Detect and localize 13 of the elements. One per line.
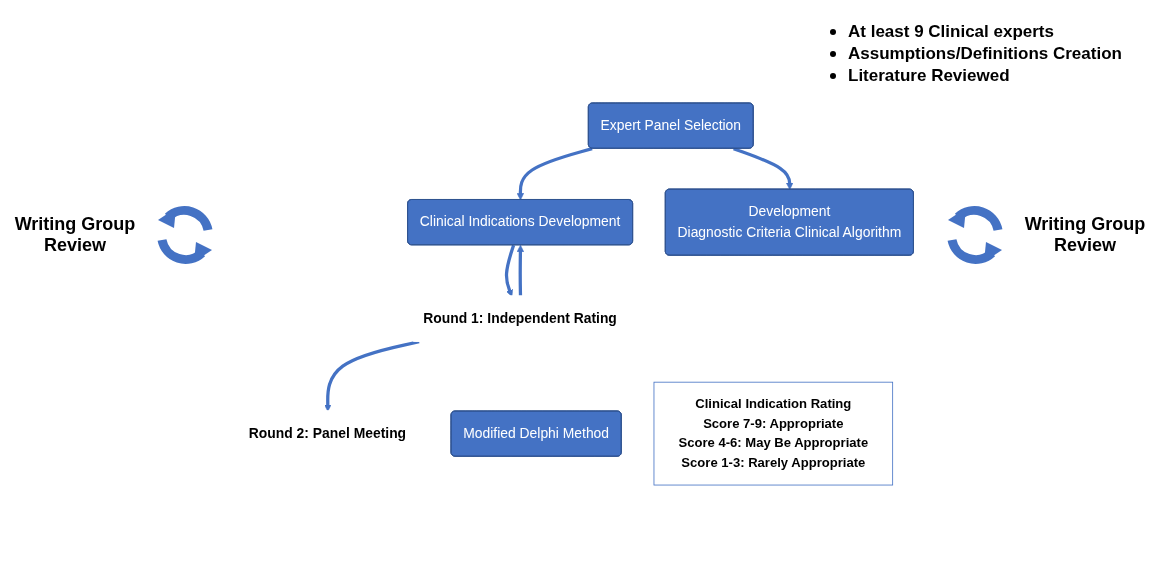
side-label: Writing Group Review bbox=[1023, 214, 1147, 256]
arrow bbox=[733, 147, 794, 190]
side-label: Writing Group Review bbox=[13, 214, 137, 256]
node-text: Round 2: Panel Meeting bbox=[248, 425, 407, 442]
arrow bbox=[516, 147, 593, 201]
node-text: Round 1: Independent Rating bbox=[423, 310, 617, 327]
bullet-note: Literature Reviewed bbox=[848, 66, 1010, 86]
arrow bbox=[324, 340, 420, 412]
node-box: Clinical Indication Rating Score 7-9: Appropriate Score 4-6: May Be Appropriate Score 1-3: Rarely Appropriate bbox=[653, 381, 894, 486]
arrow bbox=[516, 244, 524, 297]
bullet-note: At least 9 Clinical experts bbox=[848, 22, 1054, 42]
arrow bbox=[504, 244, 516, 297]
bullet-note: Assumptions/Definitions Creation bbox=[848, 44, 1122, 64]
